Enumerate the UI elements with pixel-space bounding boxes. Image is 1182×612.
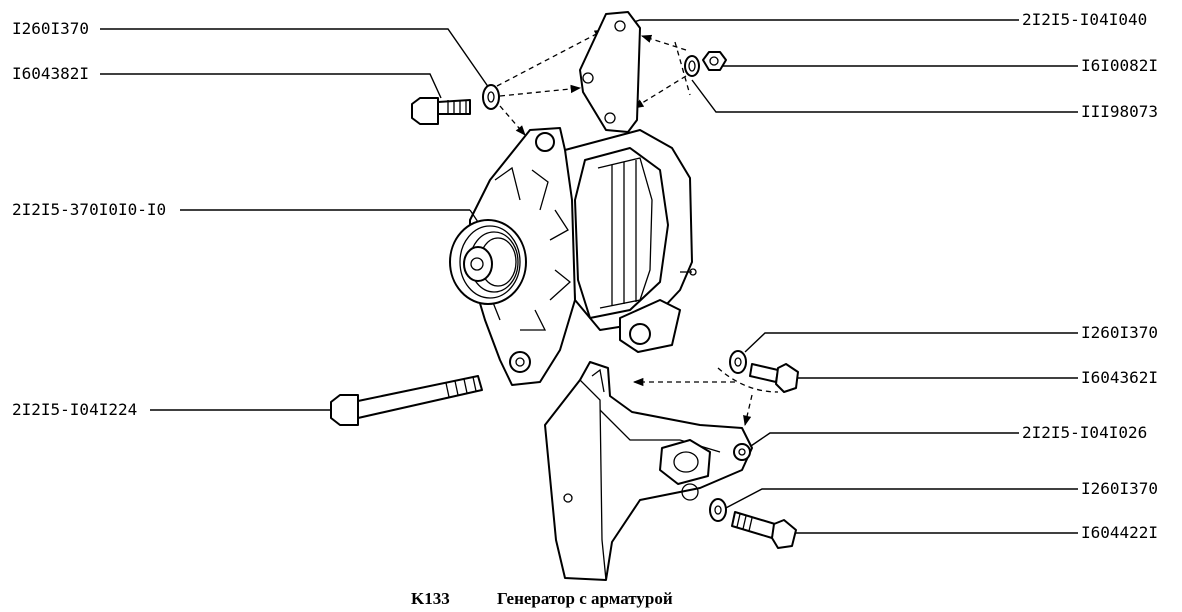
bolt-bottom-right — [731, 511, 797, 549]
lower-mounting-bracket — [544, 361, 753, 581]
bolt-mid-right — [749, 363, 799, 393]
diagram-code: K133 — [411, 589, 450, 608]
label-washer-top-left: I260I370 — [12, 19, 89, 38]
label-nut-top: I6I0082I — [1081, 56, 1158, 75]
washer-mid-right — [729, 350, 747, 374]
bolt-top-left — [411, 97, 471, 125]
label-spring-washer-top: III98073 — [1081, 102, 1158, 121]
label-lower-bracket: 2I2I5-I04I026 — [1022, 423, 1147, 442]
alternator — [449, 127, 697, 386]
label-washer-bottom-right: I260I370 — [1081, 479, 1158, 498]
label-alternator: 2I2I5-370I0I0-I0 — [12, 200, 166, 219]
washer-top-left — [482, 84, 500, 110]
label-long-bolt: 2I2I5-I04I224 — [12, 400, 137, 419]
label-bolt-top-left: I604382I — [12, 64, 89, 83]
diagram-caption: Генератор с арматурой — [497, 589, 673, 608]
long-bolt — [330, 375, 483, 426]
nut-top — [702, 51, 727, 71]
assembly-guides — [496, 29, 779, 427]
spring-washer-top — [684, 55, 700, 77]
label-bolt-mid-right: I604362I — [1081, 368, 1158, 387]
washer-bottom-right — [709, 498, 727, 522]
label-bolt-bottom-right: I604422I — [1081, 523, 1158, 542]
label-upper-bracket: 2I2I5-I04I040 — [1022, 10, 1147, 29]
label-washer-mid-right: I260I370 — [1081, 323, 1158, 342]
upper-bracket-plate — [579, 11, 641, 133]
leader-lines — [100, 19, 1078, 534]
